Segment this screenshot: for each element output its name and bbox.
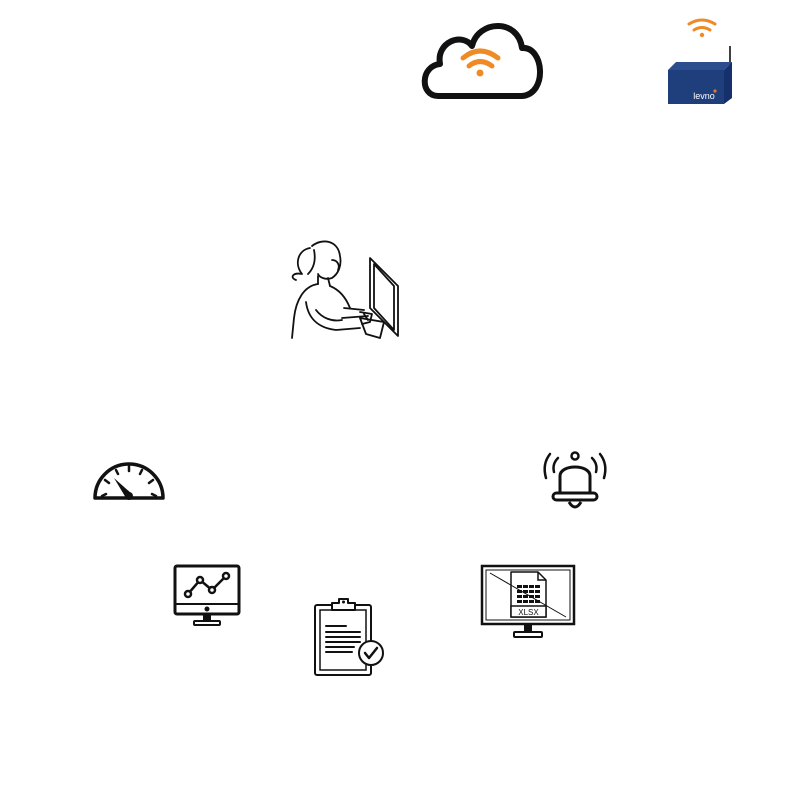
alarm-bell-icon (538, 442, 612, 514)
levno-device-icon: levno (664, 14, 740, 110)
person-at-computer-icon (288, 238, 404, 342)
monitor-chart-icon (172, 564, 244, 628)
monitor-xlsx-icon: XLSX (480, 564, 576, 642)
xlsx-file-label: XLSX (518, 608, 539, 617)
device-wifi-icon (687, 18, 717, 32)
clipboard-check-icon (312, 596, 388, 680)
device-brand-label: levno (693, 91, 715, 101)
cloud-wifi-icon (418, 14, 546, 104)
speedometer-icon (92, 460, 166, 500)
